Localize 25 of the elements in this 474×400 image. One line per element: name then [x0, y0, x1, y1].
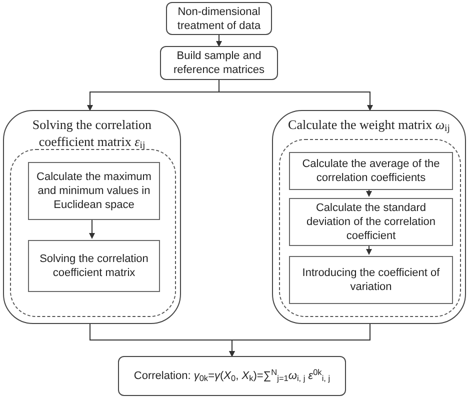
box-text: Solving the correlation coefficient matrix [38, 252, 150, 280]
step-box [289, 152, 453, 190]
group-panel [3, 110, 181, 324]
box-text: Build sample and reference matrices [172, 49, 266, 77]
step-box [28, 240, 160, 292]
arrow [89, 218, 95, 239]
box-text: Introducing the coefficient of variation [301, 266, 441, 294]
process-box [160, 46, 278, 80]
arrow [229, 324, 370, 357]
process-box [166, 2, 272, 35]
step-box [28, 162, 160, 220]
panel-heading: Calculate the weight matrix ω$_{ij}$ [287, 116, 451, 133]
arrow [216, 34, 222, 47]
box-text: Calculate the average of the correlation coefficients [301, 157, 441, 185]
dashed-group [279, 139, 461, 317]
dashed-group [10, 149, 176, 317]
box-text: Calculate the standard deviation of the correlation coefficient [305, 201, 437, 243]
box-text: Non-dimensional treatment of data [176, 4, 262, 32]
arrow [366, 188, 372, 197]
process-box [118, 356, 346, 396]
step-box [289, 198, 453, 246]
arrow [218, 80, 373, 111]
box-text: Calculate the maximum and minimum values in Euclidean space [36, 170, 152, 212]
step-box [289, 256, 453, 304]
group-panel [272, 110, 466, 324]
